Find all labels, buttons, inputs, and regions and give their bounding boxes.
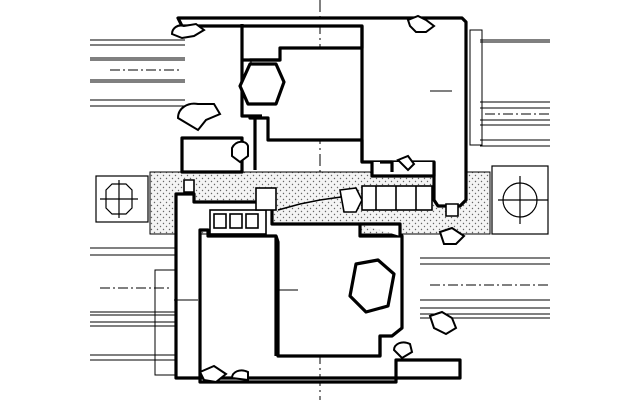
right-wall-anchor — [491, 165, 549, 235]
center-marks — [174, 90, 452, 301]
left-wall-anchor — [95, 175, 149, 223]
meeting-rail-detail — [183, 179, 459, 235]
lower-gaskets — [198, 226, 466, 384]
upper-glazing-left — [90, 39, 185, 107]
upper-gaskets — [170, 14, 436, 172]
upper-sash-profile — [176, 16, 468, 208]
lower-glazing-right — [420, 257, 550, 319]
upper-glazing-right — [469, 29, 550, 147]
lower-sash-profile — [174, 192, 462, 384]
lower-glazing-left — [90, 247, 176, 376]
